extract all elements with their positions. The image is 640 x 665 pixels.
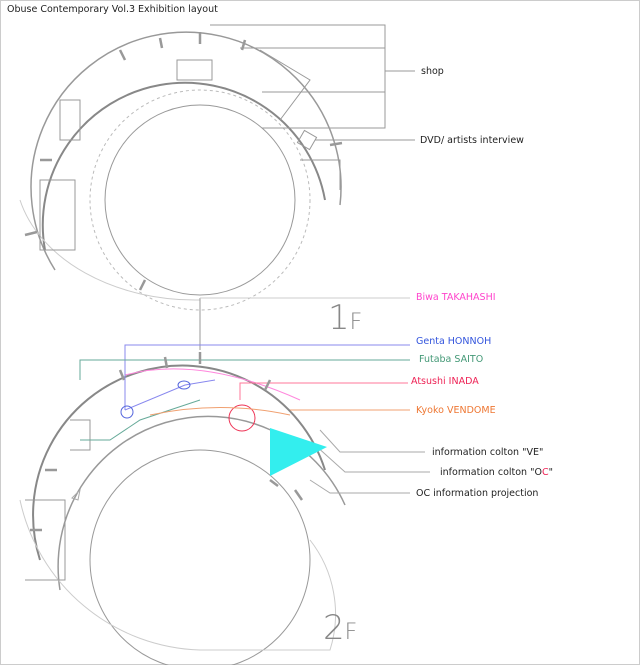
floor-label-1f: 1F: [328, 298, 362, 338]
1f-outer-wall: [30, 31, 342, 271]
2f-inner-circle: [89, 449, 311, 665]
label-oc-projection: OC information projection: [416, 488, 539, 499]
2f-rooms: [25, 419, 91, 581]
info-leaders: [309, 429, 430, 494]
atsushi-path: [239, 382, 408, 400]
2f-outer-curve: [19, 499, 337, 651]
label-shop: shop: [421, 66, 444, 77]
artist-biwa: Biwa TAKAHASHI: [416, 292, 496, 303]
genta-path: [124, 344, 410, 411]
wall-ticks: [24, 32, 343, 532]
floor-suffix: F: [349, 310, 363, 335]
1f-rooms: [39, 49, 341, 251]
artist-futaba: Futaba SAITO: [419, 354, 484, 365]
shop-leader: [210, 24, 415, 129]
futaba-path: [79, 359, 410, 441]
biwa-path: [124, 368, 301, 401]
artist-genta: Genta HONNOH: [416, 336, 492, 347]
floor-number: 2: [323, 608, 345, 648]
1f-inner-ring: [41, 81, 326, 251]
artist-atsushi: Atsushi INADA: [411, 376, 479, 387]
floor-number: 1: [328, 298, 350, 338]
artist-kyoko: Kyoko VENDOME: [416, 405, 496, 416]
kyoko-path: [149, 407, 410, 416]
1f-outer-arc: [19, 199, 201, 301]
1f-dvd-box: [296, 129, 318, 151]
oc-projection-area: [270, 428, 327, 476]
floor-suffix: F: [344, 620, 358, 645]
1f-shop-box: [176, 59, 213, 81]
1f-inner-circle: [104, 104, 296, 296]
info-oc-quote: ": [548, 467, 553, 478]
info-oc-text: information colton "O: [440, 467, 542, 478]
label-dvd: DVD/ artists interview: [420, 135, 524, 146]
floor-label-2f: 2F: [323, 608, 357, 648]
info-oc-c: C: [541, 467, 549, 478]
page-title: Obuse Contemporary Vol.3 Exhibition layo…: [7, 4, 218, 15]
label-info-oc: information colton "OC": [440, 467, 553, 478]
label-info-ve: information colton "VE": [432, 447, 544, 458]
1f-inner-ring2: [89, 89, 311, 311]
